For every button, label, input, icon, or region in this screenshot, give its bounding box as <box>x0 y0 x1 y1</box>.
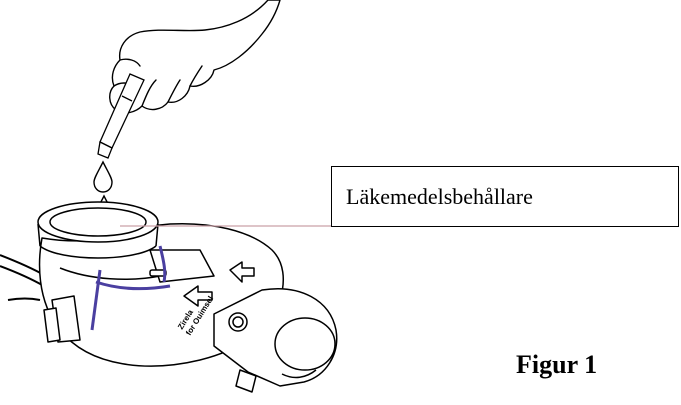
callout-label: Läkemedelsbehållare <box>346 184 533 210</box>
nebulizer-device <box>0 202 337 392</box>
figure-caption: Figur 1 <box>516 350 597 380</box>
callout-box: Läkemedelsbehållare <box>331 166 679 227</box>
